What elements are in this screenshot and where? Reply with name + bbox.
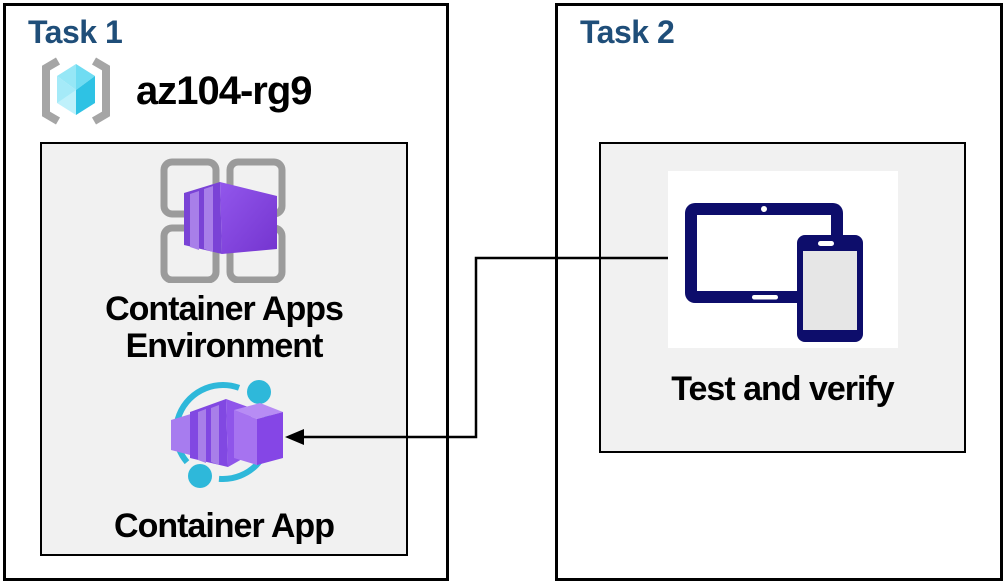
container-app-label: Container App [114,507,335,545]
task2-title: Task 2 [580,14,675,50]
environment-label: Container Apps Environment [42,291,406,365]
right-cube [234,403,283,465]
resource-group-name: az104-rg9 [136,68,313,113]
task2-inner-box: Test and verify [599,142,966,453]
test-verify-label: Test and verify [671,370,894,408]
orbit-dot-bottom [188,464,212,488]
resource-group: az104-rg9 [33,55,313,127]
devices-icon [685,203,863,342]
orbit-dot-top [247,380,271,404]
phone-shape [797,235,863,342]
environment-label-line1: Container Apps [105,290,344,328]
task1-inner-box: Container Apps Environment [40,142,408,556]
cube-shape [57,64,95,115]
container-app-icon [171,380,283,488]
left-cube [171,413,194,456]
devices-icon-area [668,171,898,348]
bracket-right [91,57,110,125]
resource-group-icon [42,57,110,125]
task1-title: Task 1 [28,14,123,50]
container-box [184,182,277,254]
task1-box: Task 1 az104-rg9 [3,3,449,581]
environment-label-line2: Environment [125,327,324,365]
bracket-left [42,57,61,125]
container-apps-environment-icon [160,158,286,283]
task2-box: Task 2 [555,3,1003,581]
